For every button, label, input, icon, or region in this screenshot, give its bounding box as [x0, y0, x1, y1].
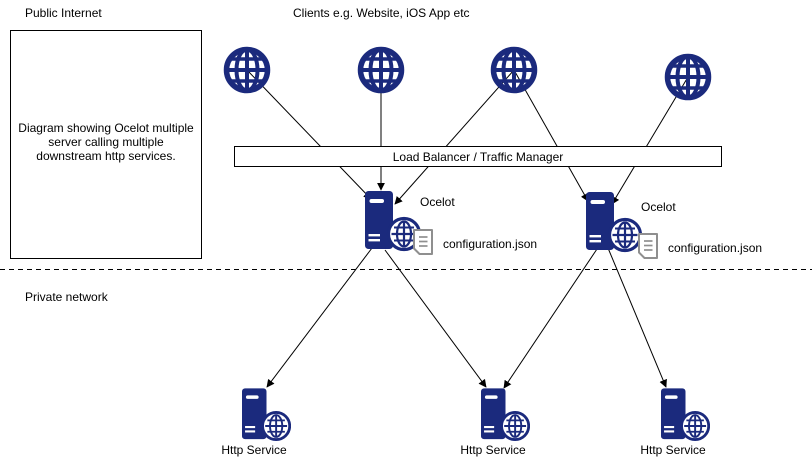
server-globe-icon [661, 388, 710, 441]
description-text: Diagram showing Ocelot multiple server c… [18, 121, 194, 163]
server-globe-icon [242, 388, 291, 441]
service-label: Http Service [640, 443, 706, 457]
config-file-label: configuration.json [443, 237, 538, 251]
gateway-label: Ocelot [641, 200, 676, 214]
description-box: Diagram showing Ocelot multiple server c… [10, 30, 202, 259]
load-balancer-box: Load Balancer / Traffic Manager [234, 146, 722, 167]
document-icon [413, 229, 433, 255]
gateway-label: Ocelot [420, 195, 455, 209]
config-file-label: configuration.json [668, 241, 763, 255]
globe-icon [663, 52, 713, 102]
server-globe-icon [481, 388, 530, 441]
load-balancer-label: Load Balancer / Traffic Manager [392, 149, 564, 164]
private-network-label: Private network [25, 290, 108, 304]
globe-icon [356, 45, 406, 95]
server-globe-icon [586, 192, 642, 253]
document-icon [638, 233, 658, 259]
service-label: Http Service [460, 443, 526, 457]
public-internet-label: Public Internet [25, 6, 102, 20]
globe-icon [222, 45, 272, 95]
globe-icon [489, 45, 539, 95]
service-label: Http Service [221, 443, 287, 457]
clients-heading: Clients e.g. Website, iOS App etc [293, 6, 470, 20]
